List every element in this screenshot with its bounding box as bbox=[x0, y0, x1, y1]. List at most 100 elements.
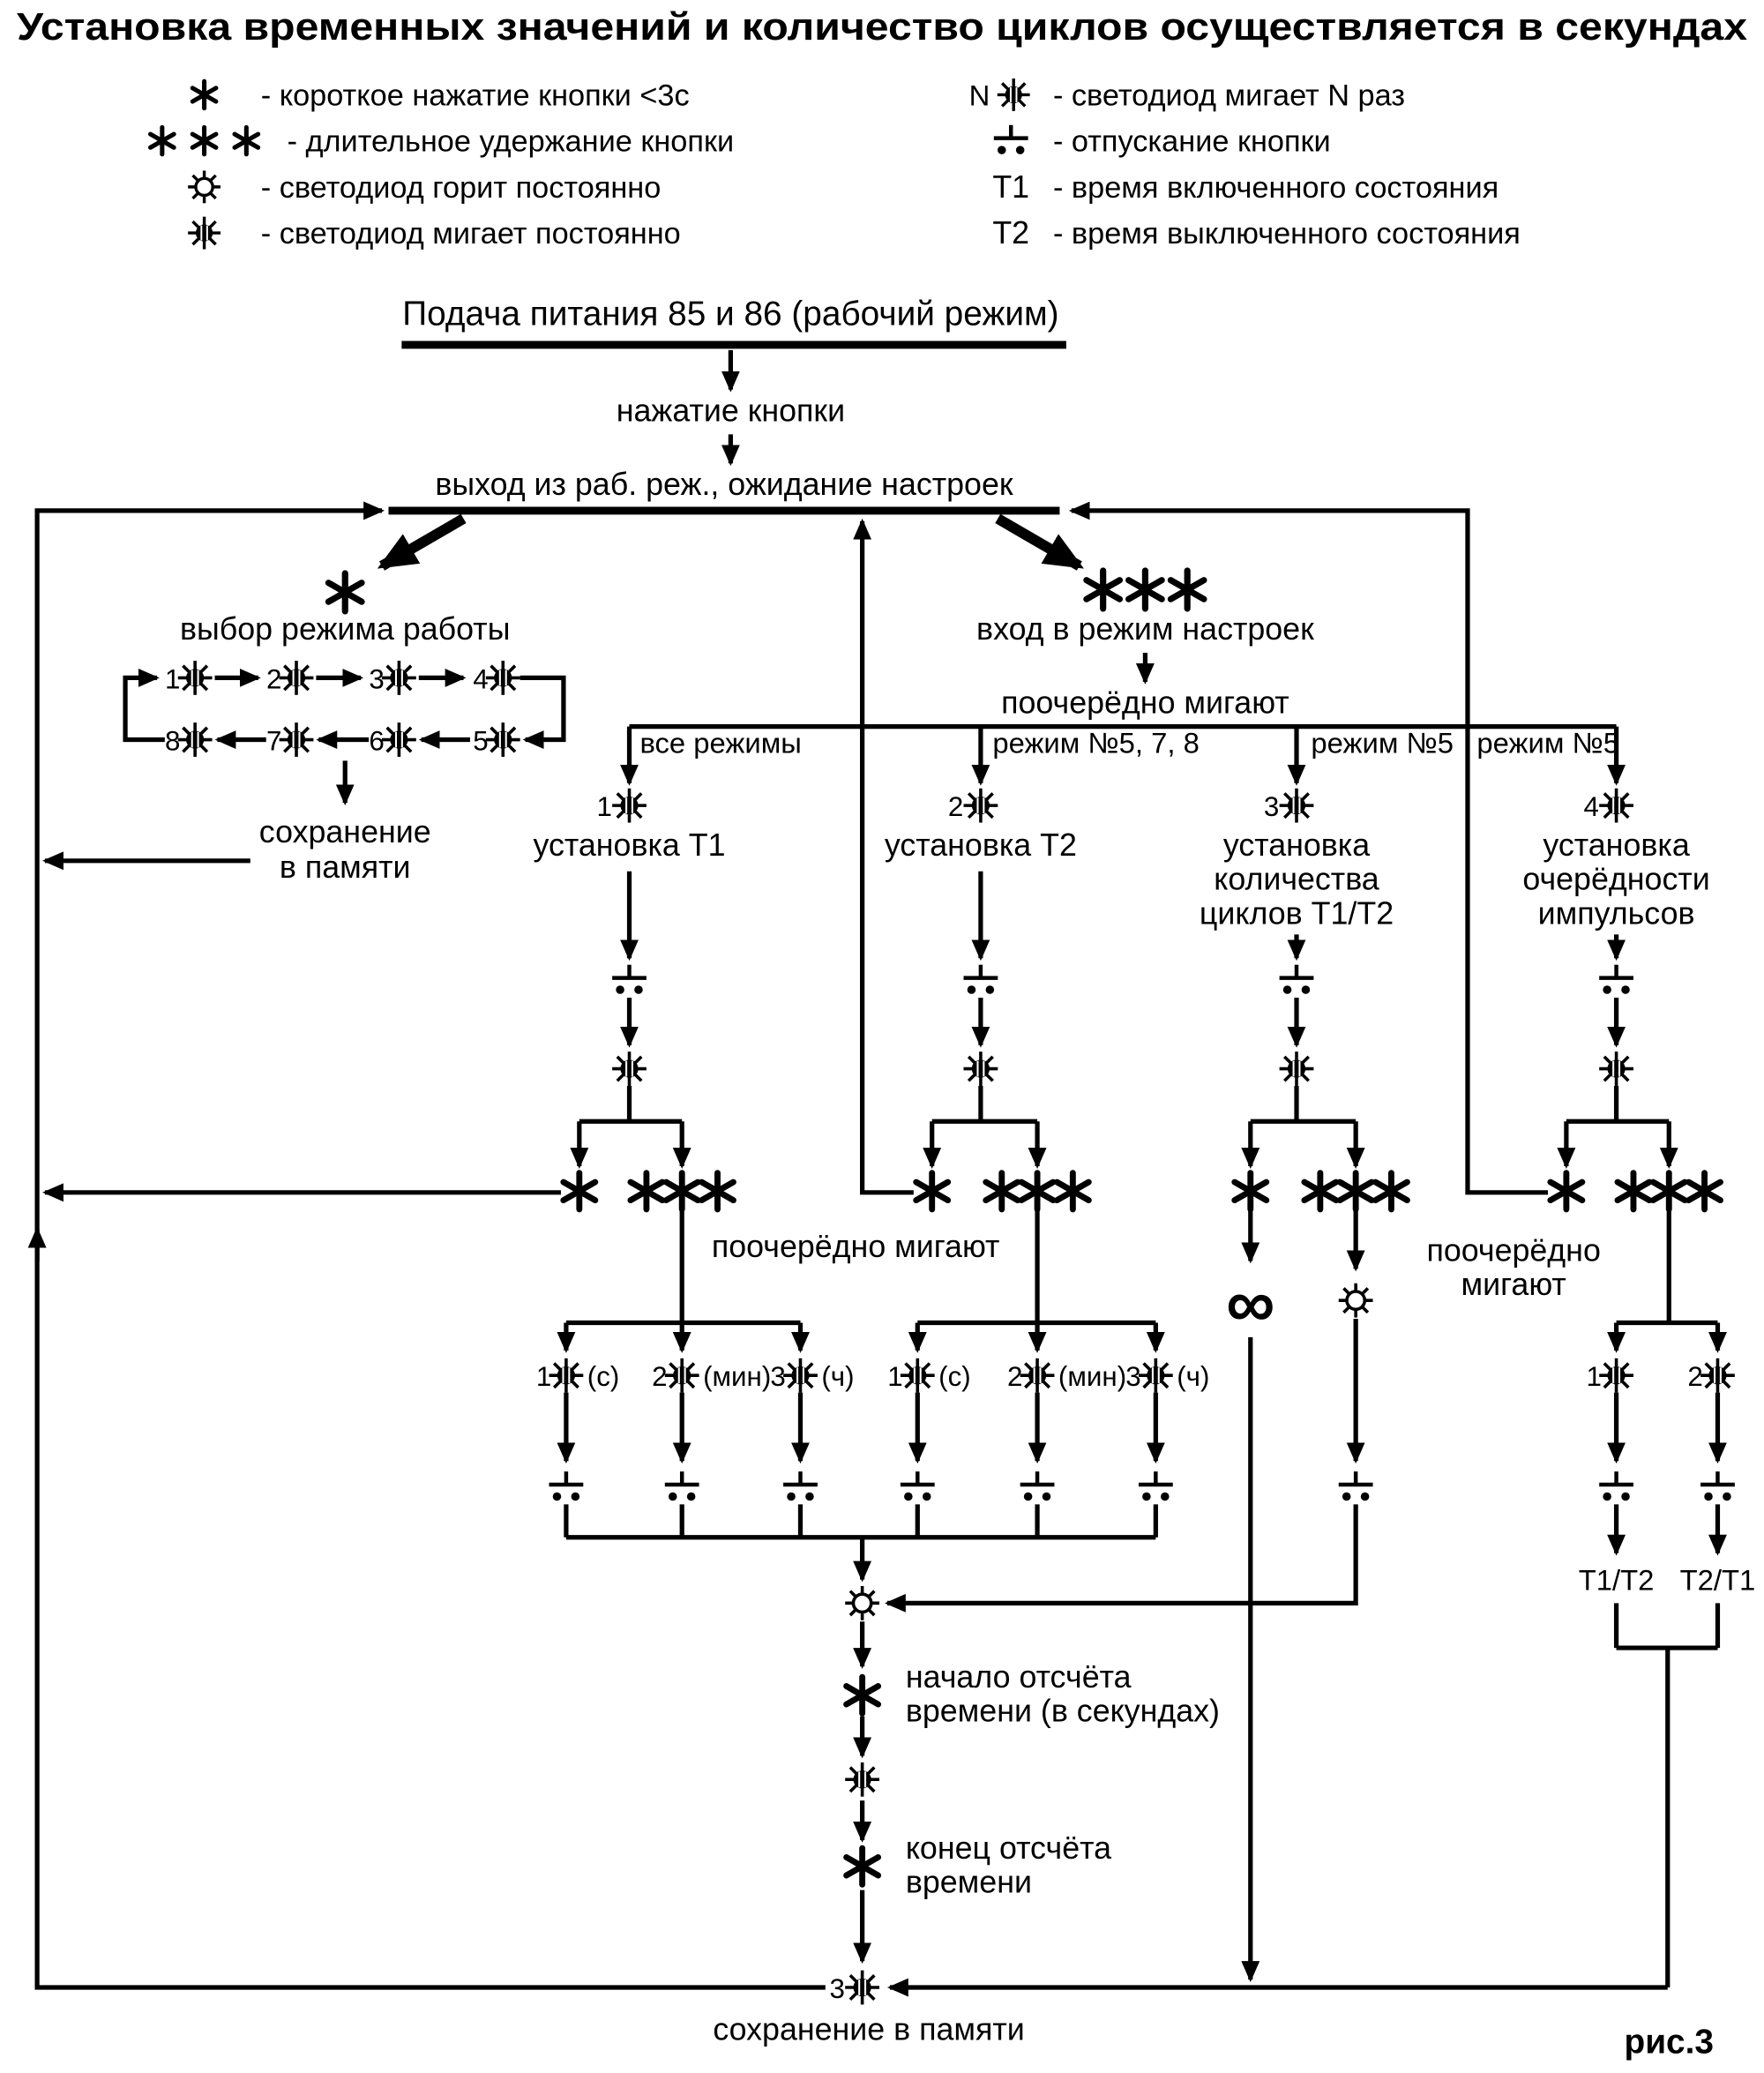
set-t1-title: установка Т1 bbox=[533, 827, 725, 863]
led-blink-n-icon bbox=[996, 77, 1032, 113]
branch-t2: 2 установка Т2 bbox=[853, 518, 1089, 1209]
long-press-icon bbox=[1057, 1173, 1088, 1209]
legend-t1-label: Т1 bbox=[992, 169, 1029, 205]
legend-t2-desc: - время выключенного состояния bbox=[1053, 217, 1521, 251]
save-blink-count: 3 bbox=[830, 1973, 845, 2004]
led-blink-icon bbox=[1137, 1357, 1175, 1395]
release-button-icon bbox=[783, 1471, 818, 1500]
order-label-t2t1: Т2/Т1 bbox=[1680, 1563, 1756, 1596]
release-button-icon bbox=[964, 965, 998, 994]
unit-label: (ч) bbox=[1177, 1361, 1209, 1392]
mode-number: 4 bbox=[473, 663, 488, 694]
long-press-icon bbox=[1021, 1173, 1053, 1209]
legend-release: - отпускание кнопки bbox=[1053, 125, 1331, 159]
led-blink-icon bbox=[277, 721, 316, 759]
mode-number: 5 bbox=[473, 725, 488, 756]
long-press-icon bbox=[701, 1173, 733, 1209]
unit-entry-wires bbox=[557, 1322, 1165, 1353]
long-press-icon bbox=[235, 127, 258, 153]
collector-wire bbox=[564, 1504, 1158, 1540]
led-blink-icon bbox=[1597, 1050, 1635, 1088]
release-button-icon bbox=[1599, 1471, 1633, 1500]
branch-t1: 1 установка Т1 bbox=[42, 786, 733, 1209]
long-press-icon bbox=[1304, 1173, 1336, 1209]
led-on-icon bbox=[843, 1584, 881, 1622]
led-blink-icon bbox=[961, 786, 1000, 825]
branch-number: 1 bbox=[596, 791, 611, 822]
long-press-icon bbox=[1087, 571, 1120, 609]
led-blink-icon bbox=[1018, 1357, 1057, 1395]
mode-select-title: выбор режима работы bbox=[180, 611, 510, 647]
release-button-icon bbox=[1339, 1471, 1373, 1500]
release-button-icon bbox=[994, 125, 1028, 154]
release-button-icon bbox=[1020, 1471, 1055, 1500]
branch-number: 4 bbox=[1584, 791, 1599, 822]
release-button-icon bbox=[901, 1471, 935, 1500]
branch-condition: режим №5, 7, 8 bbox=[992, 726, 1200, 759]
order-label-t1t2: Т1/Т2 bbox=[1579, 1563, 1655, 1596]
split-wire bbox=[579, 1085, 683, 1124]
long-press-icon bbox=[1618, 1173, 1649, 1209]
button-press-label: нажатие кнопки bbox=[617, 393, 845, 428]
set-order-line3: импульсов bbox=[1538, 895, 1695, 931]
order-number: 1 bbox=[1586, 1361, 1601, 1392]
power-on-label: Подача питания 85 и 86 (рабочий режим) bbox=[402, 296, 1058, 333]
long-press-icon bbox=[1340, 1173, 1372, 1209]
short-press-icon bbox=[847, 1677, 878, 1713]
branch-number: 2 bbox=[948, 791, 963, 822]
led-blink-icon bbox=[961, 1050, 1000, 1088]
legend-led-on: - светодиод горит постоянно bbox=[261, 171, 662, 205]
mode-number: 7 bbox=[266, 725, 281, 756]
branch-cycles: 3 установка количества циклов Т1/Т2 ∞ bbox=[884, 786, 1407, 1983]
time-unit-section: поочерёдно мигают 1 (с) 2 (мин) 3 (ч) 1 … bbox=[536, 1210, 1209, 1583]
order-short-press-return-wire bbox=[1068, 501, 1548, 1195]
led-blink-icon bbox=[1597, 786, 1635, 825]
big-arrow-left bbox=[377, 513, 467, 571]
split-wire bbox=[1250, 1085, 1357, 1124]
branch-order: 4 установка очерёдности импульсов поочер… bbox=[1068, 501, 1756, 1988]
return-lines bbox=[27, 501, 1668, 1997]
led-blink-icon bbox=[484, 721, 522, 759]
order-number: 2 bbox=[1687, 1361, 1702, 1392]
set-cycles-line2: количества bbox=[1214, 862, 1379, 897]
legend-led-blink: - светодиод мигает постоянно bbox=[261, 217, 681, 251]
mode-save-line2: в памяти bbox=[280, 849, 411, 885]
settings-branch-header: вход в режим настроек поочерёдно мигают … bbox=[620, 571, 1626, 786]
long-press-icon bbox=[1170, 571, 1204, 609]
countdown-chain: начало отсчёта времени (в секундах) коне… bbox=[713, 1584, 1220, 2047]
led-blink-icon bbox=[663, 1357, 701, 1395]
legend-short-press: - короткое нажатие кнопки <3с bbox=[261, 79, 690, 112]
mode-number: 8 bbox=[165, 725, 180, 756]
led-blink-icon bbox=[547, 1357, 586, 1395]
mode-cycle-wires bbox=[123, 668, 566, 806]
long-press-icon bbox=[151, 127, 175, 153]
mode-number: 1 bbox=[165, 663, 180, 694]
page-title: Установка временных значений и количеств… bbox=[17, 6, 1747, 49]
set-cycles-line1: установка bbox=[1223, 827, 1370, 863]
unit-number: 3 bbox=[770, 1361, 785, 1392]
led-blink-icon bbox=[843, 1761, 881, 1799]
branch-condition: режим №5 bbox=[1311, 726, 1454, 759]
settings-title: вход в режим настроек bbox=[976, 611, 1314, 647]
release-button-icon bbox=[1280, 965, 1314, 994]
led-blink-icon bbox=[277, 659, 316, 697]
short-press-icon bbox=[564, 1173, 595, 1209]
led-blink-icon bbox=[484, 659, 522, 697]
unit-label: (мин) bbox=[1058, 1361, 1126, 1392]
mode-save-line1: сохранение bbox=[259, 814, 431, 849]
led-blink-icon bbox=[186, 214, 222, 251]
unit-release-wires bbox=[557, 1392, 1165, 1464]
unit-number: 2 bbox=[1007, 1361, 1022, 1392]
branch-entry-wires bbox=[620, 726, 1626, 786]
unit-label: (с) bbox=[938, 1361, 971, 1392]
unit-label: (мин) bbox=[703, 1361, 771, 1392]
led-blink-icon bbox=[610, 1050, 648, 1088]
mode-number: 3 bbox=[369, 663, 384, 694]
set-order-line2: очерёдности bbox=[1522, 862, 1709, 897]
unit-number: 1 bbox=[536, 1361, 551, 1392]
release-button-icon bbox=[1700, 1471, 1735, 1500]
long-press-icon bbox=[1129, 571, 1162, 609]
unit-label: (с) bbox=[587, 1361, 620, 1392]
unit-number: 3 bbox=[1125, 1361, 1140, 1392]
led-blink-icon bbox=[781, 1357, 819, 1395]
